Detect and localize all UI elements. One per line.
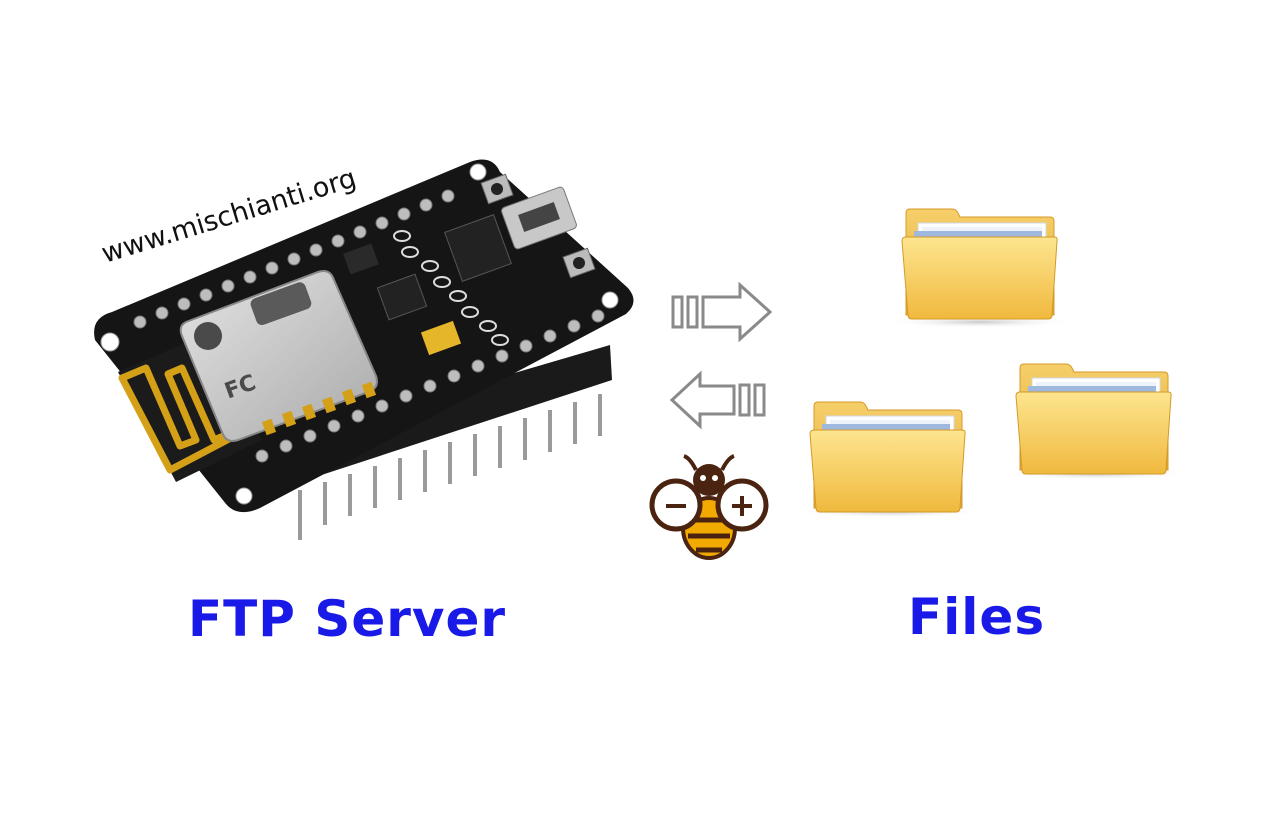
arrow-left-icon <box>669 370 766 430</box>
folder-icon <box>885 208 1075 328</box>
arrow-right-icon <box>671 281 773 343</box>
folder-icon <box>1001 363 1191 480</box>
files-caption: Files <box>908 588 1046 646</box>
folder-icon <box>795 401 985 518</box>
ftp-server-caption: FTP Server <box>188 590 507 648</box>
bee-logo-icon <box>649 454 769 560</box>
nodemcu-board-image: FC <box>94 159 634 540</box>
